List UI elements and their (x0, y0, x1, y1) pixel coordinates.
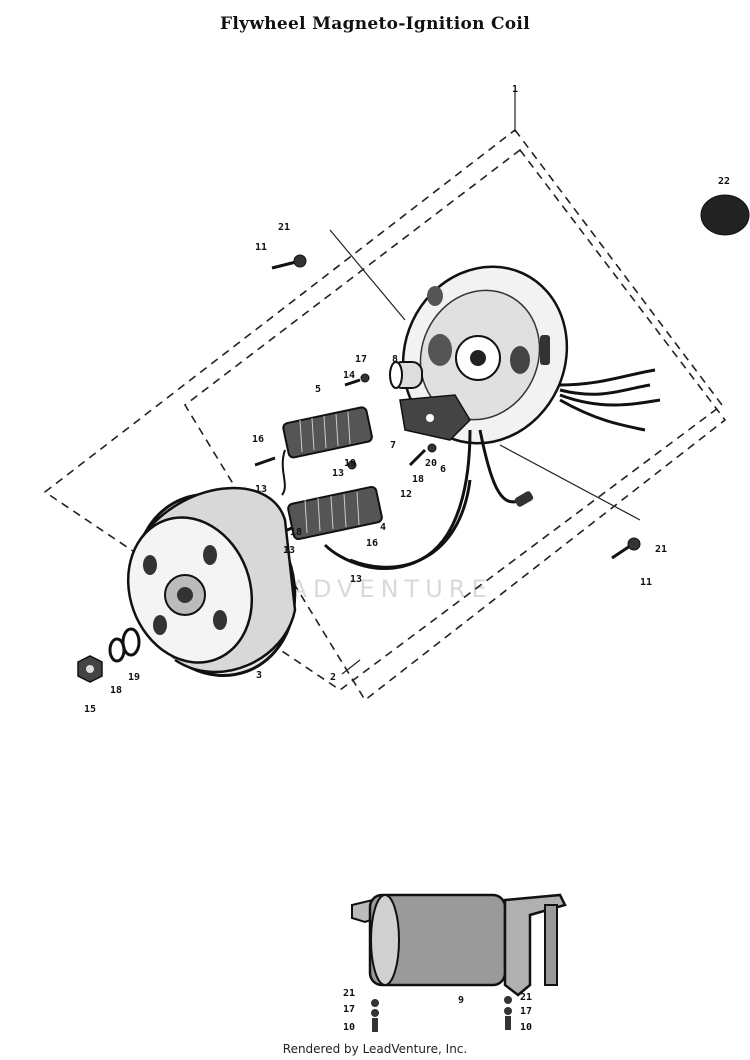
callout-label: 17 (343, 1004, 355, 1015)
callout-label: 5 (315, 384, 321, 395)
callout-label: 16 (366, 538, 378, 549)
wire-connector (514, 491, 534, 507)
callout-label: 20 (425, 458, 437, 469)
leader-lines (329, 92, 641, 675)
rendered-by-footer: Rendered by LeadVenture, Inc. (282, 1042, 468, 1056)
callout-label: 3 (256, 670, 262, 681)
callout-label: 21 (343, 988, 355, 999)
callout-label: 16 (252, 434, 264, 445)
callout-label: 2 (330, 672, 336, 683)
callout-label: 19 (128, 672, 140, 683)
contact-breaker (399, 394, 471, 441)
inset-ignition-coil (351, 893, 567, 1032)
stator-base-plate (401, 265, 569, 445)
callout-label: 22 (718, 176, 730, 187)
wire-harness (323, 368, 661, 570)
callout-label: 1 (512, 84, 518, 95)
assembly-boundary-1 (43, 128, 727, 702)
callout-label: 10 (343, 1022, 355, 1033)
callout-label: 10 (520, 1022, 532, 1033)
callout-label: 18 (110, 685, 122, 696)
callout-label: 19 (344, 458, 356, 469)
callout-label: 7 (390, 440, 396, 451)
callout-label: 13 (350, 574, 362, 585)
callout-label: 17 (520, 1006, 532, 1017)
callout-label: 4 (380, 522, 386, 533)
nut-and-washers (77, 627, 141, 683)
callout-labels: 1 22 21 11 17 8 14 5 16 7 20 6 19 13 13 … (84, 84, 730, 1033)
callout-label: 21 (278, 222, 290, 233)
callout-label: 14 (343, 370, 355, 381)
callout-label: 11 (640, 577, 652, 588)
callout-label: 13 (255, 484, 267, 495)
callout-label: 12 (400, 489, 412, 500)
callout-label: 15 (84, 704, 96, 715)
callout-label: 9 (458, 995, 464, 1006)
callout-label: 8 (392, 354, 398, 365)
callout-label: 13 (332, 468, 344, 479)
callout-label: 18 (290, 527, 302, 538)
callout-label: 11 (255, 242, 267, 253)
callout-label: 18 (412, 474, 424, 485)
callout-label: 21 (520, 992, 532, 1003)
callout-label: 6 (440, 464, 446, 475)
ignition-coil-upper (281, 406, 373, 496)
callout-label: 13 (283, 545, 295, 556)
diagram-title: Flywheel Magneto-Ignition Coil (220, 14, 530, 34)
ignition-coil-lower (287, 485, 383, 541)
flywheel (126, 486, 297, 677)
cap-part (700, 194, 750, 236)
callout-label: 21 (655, 544, 667, 555)
condenser (389, 361, 423, 389)
callout-label: 17 (355, 354, 367, 365)
